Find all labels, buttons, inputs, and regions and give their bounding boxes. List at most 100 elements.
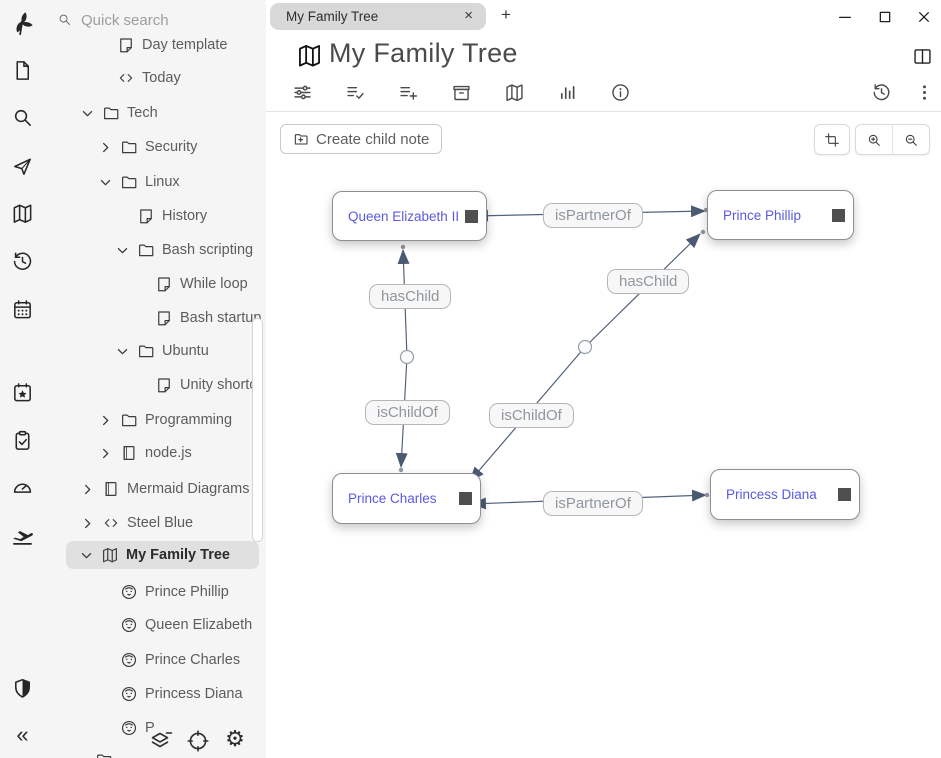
trilium-logo-icon[interactable] (7, 8, 37, 38)
edge-label-ischildof: isChildOf (489, 403, 574, 428)
tree-item-partial-folder[interactable] (95, 748, 120, 758)
chevron-down-icon[interactable] (115, 243, 130, 258)
edge-label-ischildof: isChildOf (365, 400, 450, 425)
tree-item-nodejs[interactable]: node.js (98, 441, 192, 465)
chevron-down-icon[interactable] (79, 548, 94, 563)
chevron-right-icon[interactable] (98, 140, 113, 155)
quick-search-input[interactable] (79, 7, 253, 33)
zoom-in-icon (866, 132, 882, 148)
search-icon (57, 12, 72, 27)
tree-item-partial-person[interactable]: P (120, 716, 155, 740)
tree-item-bash-startup[interactable]: Bash startup (155, 306, 261, 330)
tree-item-mermaid-diagrams[interactable]: Mermaid Diagrams (80, 477, 249, 501)
tree-item-my-family-tree[interactable]: My Family Tree (66, 541, 259, 569)
tree-item-tech[interactable]: Tech (80, 101, 158, 125)
relation-map-canvas: isPartnerOf hasChild hasChild isChildOf … (266, 0, 941, 758)
window-close-button[interactable] (916, 9, 932, 25)
bookmarks-icon[interactable] (11, 381, 34, 404)
folder-icon (137, 241, 155, 259)
launcher-bar: « (0, 0, 45, 758)
tab-my-family-tree[interactable]: My Family Tree × (270, 3, 486, 30)
book-icon (120, 444, 138, 462)
inherited-attributes-icon[interactable] (398, 82, 419, 103)
zoom-out-icon (903, 132, 919, 148)
tree-item-princess-diana[interactable]: Princess Diana (120, 682, 243, 706)
node-resize-handle[interactable] (838, 488, 851, 501)
map-node-prince-charles[interactable]: Prince Charles (332, 473, 481, 524)
chevron-down-icon[interactable] (80, 106, 95, 121)
tree-item-ubuntu[interactable]: Ubuntu (115, 339, 209, 363)
note-icon (155, 309, 173, 327)
toggle-right-pane-icon[interactable] (912, 46, 933, 67)
note-icon (155, 376, 173, 394)
chevron-right-icon[interactable] (98, 446, 113, 461)
tree-item-prince-phillip[interactable]: Prince Phillip (120, 580, 229, 604)
reset-pan-zoom-button[interactable] (814, 124, 850, 155)
tree-item-today[interactable]: Today (117, 66, 181, 90)
map-node-prince-phillip[interactable]: Prince Phillip (707, 190, 854, 240)
tree-item-programming[interactable]: Programming (98, 408, 232, 432)
task-list-icon[interactable] (11, 429, 34, 452)
main-pane: My Family Tree × + My Family Tree Create… (266, 0, 941, 758)
tree-item-queen-elizabeth[interactable]: Queen Elizabeth (120, 613, 252, 637)
chevron-down-icon[interactable] (98, 175, 113, 190)
recent-changes-icon[interactable] (11, 250, 34, 273)
note-revisions-icon[interactable] (871, 82, 892, 103)
quick-search (45, 0, 266, 38)
note-icon (117, 36, 135, 54)
tree-item-while-loop[interactable]: While loop (155, 272, 248, 296)
person-icon (120, 583, 138, 601)
scroll-to-active-note-icon[interactable] (186, 729, 210, 753)
note-info-icon[interactable] (610, 82, 631, 103)
window-maximize-button[interactable] (877, 9, 893, 25)
note-map-icon[interactable] (11, 202, 34, 225)
node-resize-handle[interactable] (465, 209, 478, 223)
create-child-note-button[interactable]: Create child note (280, 124, 443, 154)
tree-settings-gear-icon[interactable]: ⚙ (225, 726, 245, 751)
map-node-princess-diana[interactable]: Princess Diana (710, 469, 860, 520)
tree-item-unity-shortcuts[interactable]: Unity shortc (155, 373, 257, 397)
map-node-queen-elizabeth-ii[interactable]: Queen Elizabeth II (332, 191, 487, 241)
tree-item-bash-scripting[interactable]: Bash scripting (115, 238, 253, 262)
collapse-tree-icon[interactable] (149, 729, 173, 753)
node-resize-handle[interactable] (459, 492, 472, 505)
dashboard-icon[interactable] (11, 476, 34, 499)
note-paths-icon[interactable] (451, 82, 472, 103)
basic-properties-icon[interactable] (292, 82, 313, 103)
folder-icon (102, 104, 120, 122)
zoom-out-button[interactable] (892, 125, 929, 154)
chevron-right-icon[interactable] (80, 482, 95, 497)
owned-attributes-icon[interactable] (345, 82, 366, 103)
book-icon (102, 480, 120, 498)
note-icon (155, 275, 173, 293)
tree-item-linux[interactable]: Linux (98, 170, 180, 194)
code-icon (117, 69, 135, 87)
note-map-ribbon-icon[interactable] (504, 82, 525, 103)
edge-label-ispartnerof: isPartnerOf (543, 203, 643, 228)
chevron-right-icon[interactable] (80, 516, 95, 531)
jump-to-note-icon[interactable] (11, 155, 34, 178)
tree-item-history[interactable]: History (137, 204, 207, 228)
collapse-pane-icon[interactable]: « (16, 722, 29, 747)
window-minimize-button[interactable] (837, 9, 853, 25)
tree-scrollbar[interactable] (252, 318, 263, 542)
tree-item-prince-charles[interactable]: Prince Charles (120, 648, 240, 672)
node-resize-handle[interactable] (832, 208, 845, 222)
more-menu-kebab-icon[interactable] (914, 82, 935, 103)
tree-item-steel-blue[interactable]: Steel Blue (80, 511, 193, 535)
similar-notes-icon[interactable] (557, 82, 578, 103)
chevron-right-icon[interactable] (98, 413, 113, 428)
zoom-in-button[interactable] (856, 125, 892, 154)
tree-item-day-template[interactable]: Day template (117, 33, 227, 57)
new-tab-button[interactable]: + (501, 5, 511, 24)
tree-item-security[interactable]: Security (98, 135, 197, 159)
tab-label: My Family Tree (286, 9, 379, 24)
note-map-icon (296, 42, 323, 69)
chevron-down-icon[interactable] (115, 344, 130, 359)
calendar-icon[interactable] (11, 298, 34, 321)
new-note-icon[interactable] (11, 59, 34, 82)
protected-session-shield-icon[interactable] (11, 677, 34, 700)
search-icon[interactable] (11, 106, 34, 129)
tab-close-icon[interactable]: × (464, 7, 473, 24)
travel-plane-icon[interactable] (11, 525, 34, 548)
